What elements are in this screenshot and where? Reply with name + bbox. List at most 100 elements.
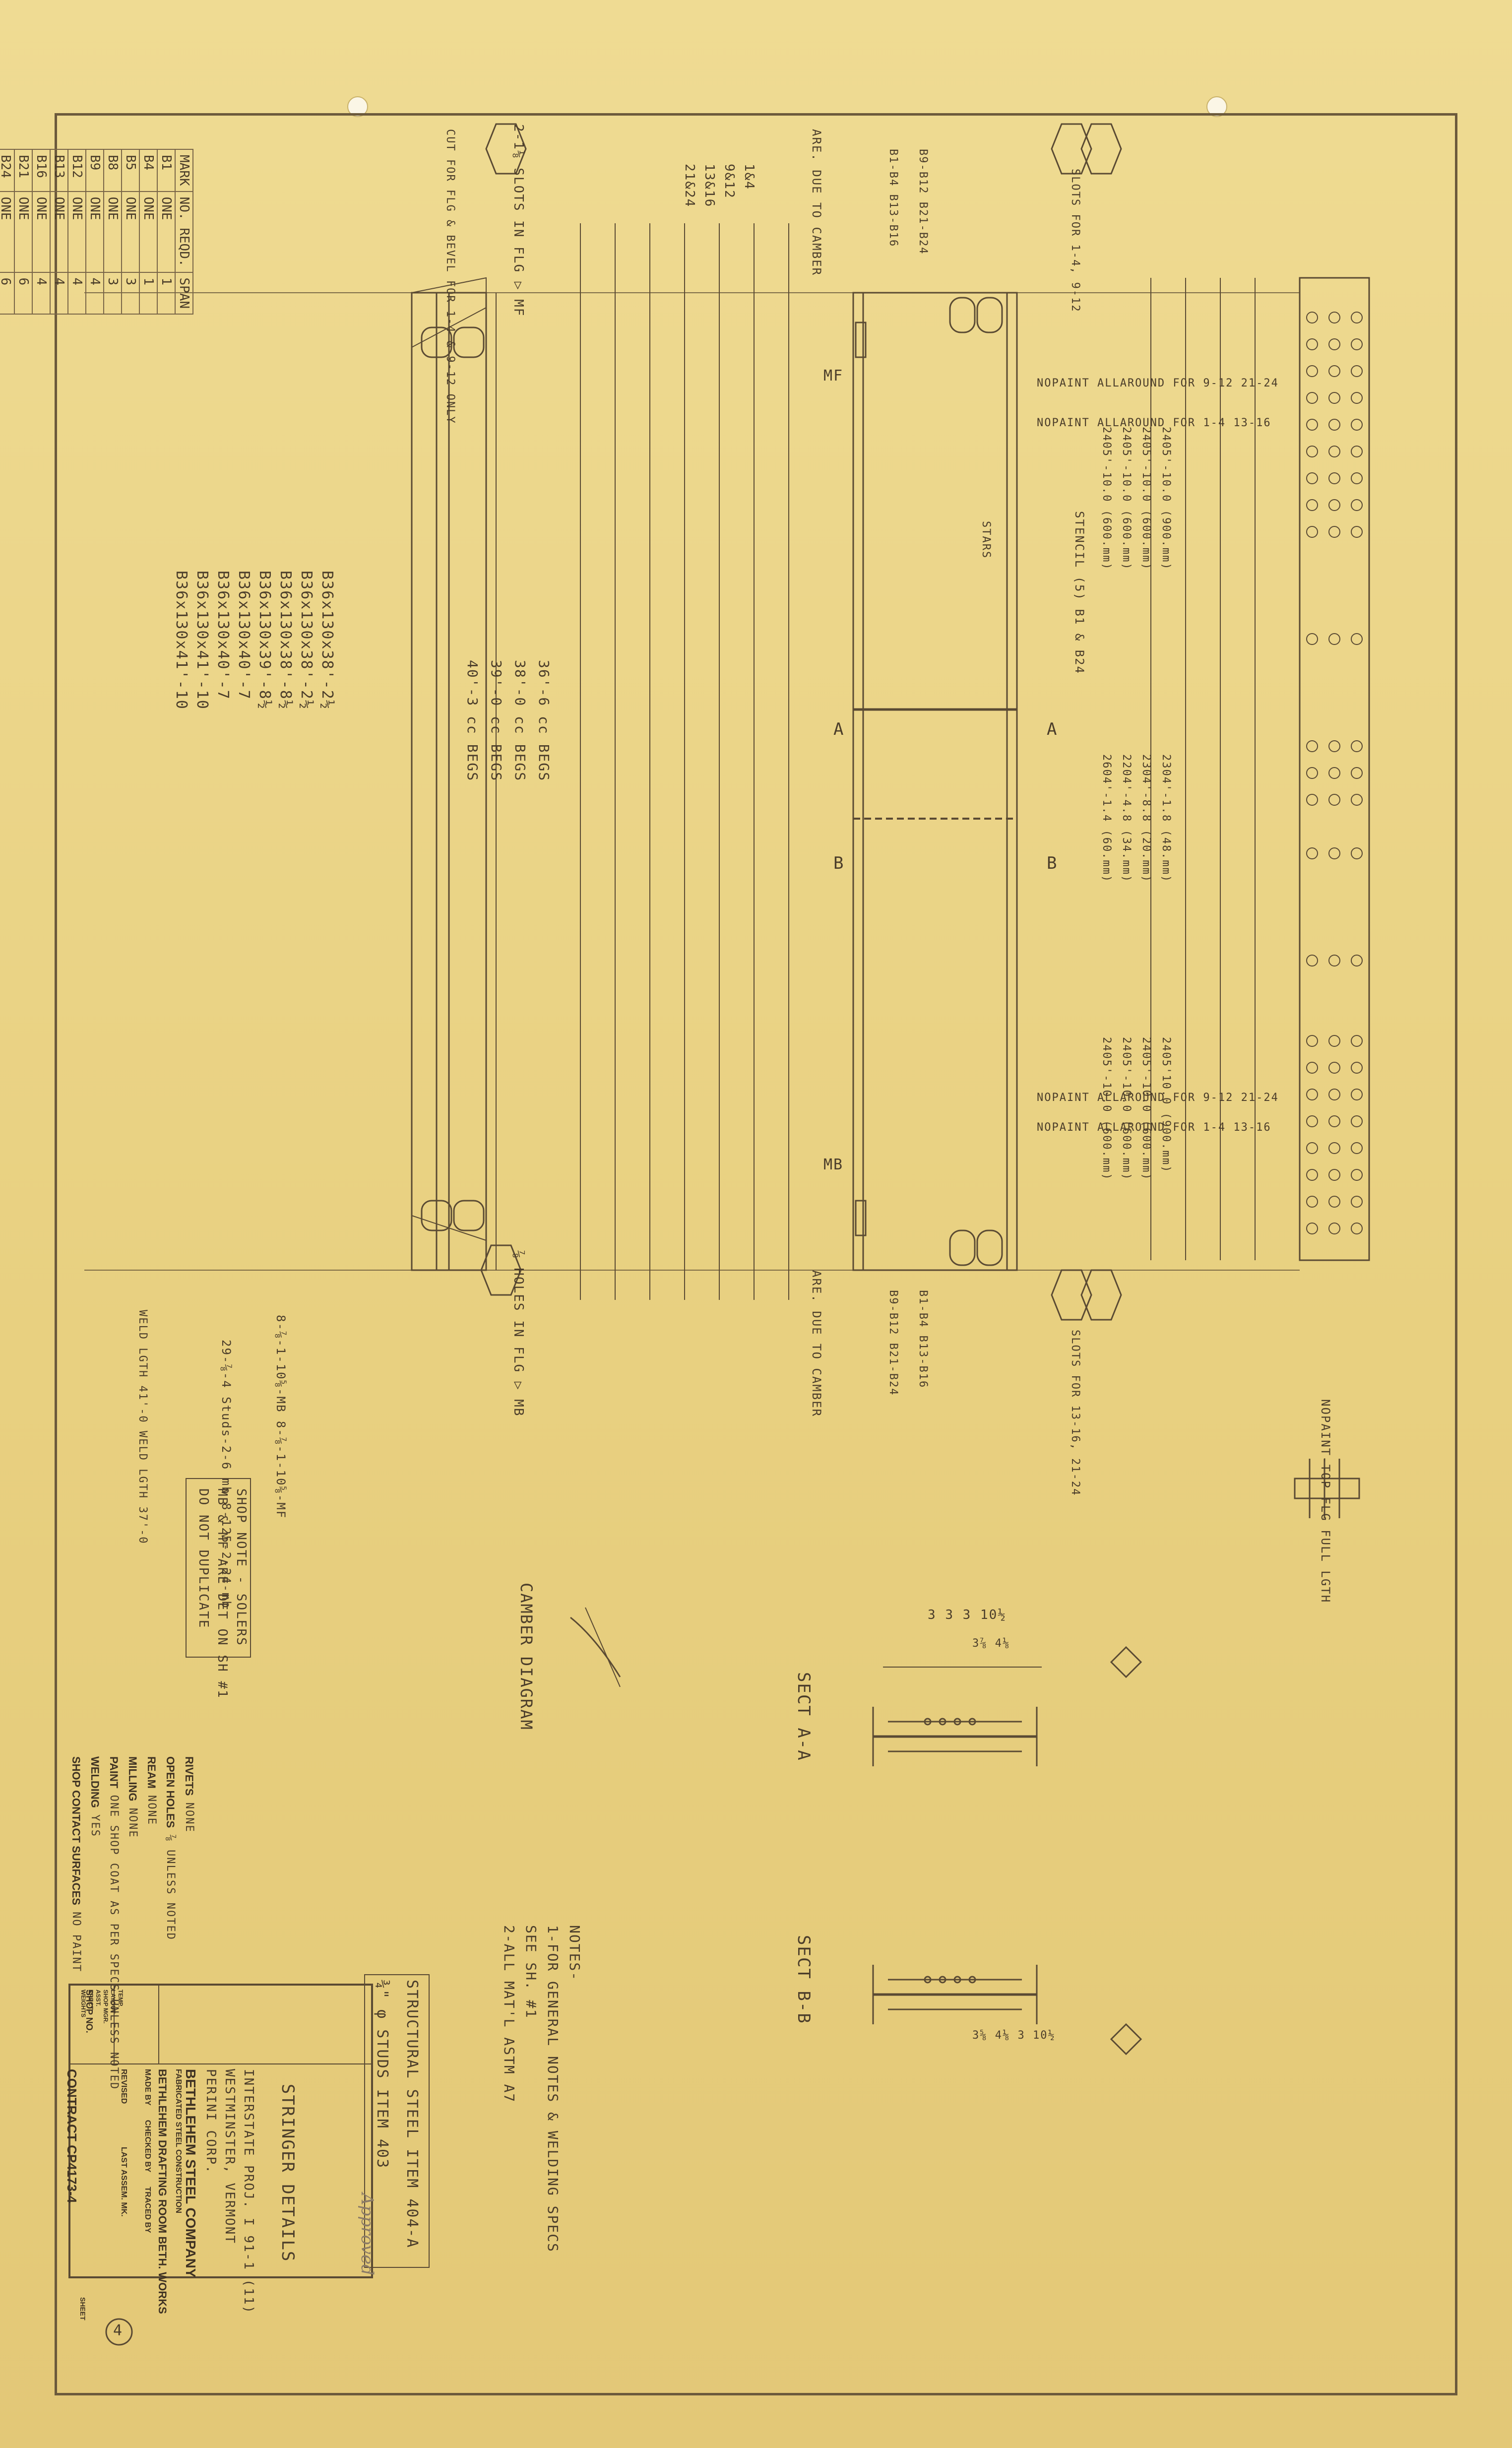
dim-text: 10½ bbox=[980, 1608, 1007, 1622]
stud-circle bbox=[1328, 338, 1340, 350]
mf-label: MF bbox=[823, 367, 844, 385]
stud-circle bbox=[1328, 526, 1340, 538]
stud-circle bbox=[1351, 794, 1363, 806]
stud-circle bbox=[1328, 847, 1340, 859]
stud-circle bbox=[1306, 1115, 1318, 1127]
stud-circle bbox=[1328, 472, 1340, 484]
stud-circle bbox=[1351, 767, 1363, 779]
dim-text: 2204'-4.8 (34.mm) bbox=[1120, 754, 1133, 883]
table-cell: 4 bbox=[86, 272, 104, 315]
dim-text: 2405'-10.0 (600.mm) bbox=[1140, 1037, 1152, 1181]
table-cell: 6 bbox=[0, 272, 14, 315]
size-item: B36x130x38'-2½ bbox=[298, 571, 315, 710]
spec-value: NONE bbox=[183, 1802, 195, 1833]
approval-col-label: SHOP MGR. bbox=[102, 1990, 109, 2024]
size-item: B36x130x40'-7 bbox=[235, 571, 252, 700]
left-flange-label-2: ⅞ HOLES IN FLG ▷ MB bbox=[511, 1250, 526, 1417]
dim-text: 2405'-10.0 (600.mm) bbox=[1120, 427, 1133, 571]
stud-circle bbox=[1351, 740, 1363, 752]
shop-specs: RIVETS NONE OPEN HOLES ⅞ UNLESS NOTED RE… bbox=[66, 1756, 198, 2090]
table-cell: B8 bbox=[104, 149, 122, 192]
camber-diagram-title: CAMBER DIAGRAM bbox=[517, 1583, 536, 1731]
b-mark: B9-B12 B21-B24 bbox=[917, 149, 929, 255]
table-cell: B13 bbox=[50, 149, 68, 192]
project-line: WESTMINSTER, VERMONT bbox=[222, 2069, 237, 2245]
table-cell: 1 bbox=[157, 272, 175, 315]
stud-circle bbox=[1306, 740, 1318, 752]
item-line: STRUCTURAL STEEL ITEM 404-A bbox=[403, 1980, 421, 2249]
stud-circle bbox=[1351, 955, 1363, 966]
stencil-note: STENCIL (5) B1 & B24 bbox=[1072, 511, 1086, 674]
made-by-label: MADE BY bbox=[143, 2069, 152, 2106]
table-cell: 4 bbox=[50, 272, 68, 315]
stud-circle bbox=[1351, 446, 1363, 457]
size-item: B36x130x41'-10 bbox=[193, 571, 211, 710]
table-cell: 4 bbox=[32, 272, 50, 315]
stud-circle bbox=[1328, 365, 1340, 377]
project-info: INTERSTATE PROJ. I 91-1 (11) WESTMINSTER… bbox=[201, 2069, 258, 2314]
table-cell: 4 bbox=[68, 272, 86, 315]
stud-circle bbox=[1351, 1142, 1363, 1154]
stud-circle bbox=[1328, 1035, 1340, 1047]
shop-note-box: SHOP NOTE - SOLERS MB & MF ARE DET ON SH… bbox=[194, 1488, 251, 1699]
dim-text: 2604'-1.4 (60.mm) bbox=[1100, 754, 1113, 883]
table-cell: B21 bbox=[14, 149, 32, 192]
table-cell: ONE bbox=[0, 191, 14, 272]
dim-text: 2405'-10.0 (600.mm) bbox=[1120, 1037, 1133, 1181]
stud-circle bbox=[1306, 1035, 1318, 1047]
stud-circle bbox=[1351, 499, 1363, 511]
no-paint-note-3: NOPAINT ALLAROUND FOR 9-12 21-24 bbox=[1037, 1092, 1279, 1104]
slots-note-top: SLOTS FOR 1-4, 9-12 bbox=[1069, 169, 1081, 313]
stud-circle bbox=[1328, 1142, 1340, 1154]
section-marker-a: A bbox=[833, 719, 845, 739]
size-list: B36x130x38'-2½ B36x130x38'-2½ B36x130x38… bbox=[171, 571, 337, 710]
dim-text: 3 bbox=[928, 1608, 937, 1622]
no-paint-note-1: NOPAINT ALLAROUND FOR 9-12 21-24 bbox=[1037, 377, 1279, 389]
dim-text: 4⅛ bbox=[995, 1637, 1010, 1650]
stud-circle bbox=[1351, 847, 1363, 859]
sheet-number: 4 bbox=[113, 2322, 124, 2339]
dims-top: 2405'-10.0 (900.mm) 2405'-10.0 (600.mm) … bbox=[1096, 427, 1176, 571]
stud-circle bbox=[1306, 1142, 1318, 1154]
size-item: B36x130x39'-8½ bbox=[256, 571, 273, 710]
table-cell: ONE bbox=[32, 191, 50, 272]
spec-value: NONE bbox=[126, 1807, 139, 1838]
weld-note: 8-⅞-1-10⅝-MB 8-⅞-1-10⅝-MF bbox=[274, 1315, 288, 1519]
b-mark: B1-B4 B13-B16 bbox=[917, 1290, 929, 1389]
dims-bottom: 2405'10.0 (900.mm) 2405'-10.0 (600.mm) 2… bbox=[1096, 1037, 1176, 1181]
dim-text: 2304'-1.8 (48.mm) bbox=[1160, 754, 1172, 883]
table-cell: B1 bbox=[157, 149, 175, 192]
table-cell: ONE bbox=[104, 191, 122, 272]
size-item: B36x130x38'-2½ bbox=[318, 571, 336, 710]
traced-by-label: TRACED BY bbox=[143, 2187, 152, 2233]
stud-circle bbox=[1328, 1223, 1340, 1234]
stud-circle bbox=[1351, 633, 1363, 645]
stud-circle bbox=[1306, 419, 1318, 431]
stud-circle bbox=[1351, 392, 1363, 404]
stud-circle bbox=[1306, 794, 1318, 806]
stud-circle bbox=[1351, 1196, 1363, 1208]
stud-circle bbox=[1351, 472, 1363, 484]
mark-number: 9&12 bbox=[722, 164, 737, 199]
contract-number: CONTRACT CP4173-4 bbox=[64, 2069, 79, 2203]
company-name: BETHLEHEM STEEL COMPANY bbox=[183, 2069, 198, 2278]
stars-note: STARS bbox=[980, 521, 992, 559]
cc-begs-item: 36'-6 cc BEGS bbox=[536, 660, 552, 782]
left-flange-label: 2-1⅛ SLOTS IN FLG ▷ MF bbox=[511, 124, 526, 317]
camber-note-top: ARE. DUE TO CAMBER bbox=[810, 129, 823, 276]
shop-note-line: SHOP NOTE - SOLERS bbox=[234, 1488, 249, 1646]
approval-col-label: ERECT. bbox=[87, 1990, 94, 2011]
stud-circle bbox=[1306, 338, 1318, 350]
notes-line: 1-FOR GENERAL NOTES & WELDING SPECS bbox=[545, 1925, 561, 2253]
stud-circle bbox=[1328, 312, 1340, 323]
signoffs: MADE BY CHECKED BY TRACED BY bbox=[141, 2069, 154, 2233]
stud-circle bbox=[1351, 1115, 1363, 1127]
stud-circle bbox=[1328, 419, 1340, 431]
stud-circle bbox=[1306, 526, 1318, 538]
stud-circle bbox=[1351, 526, 1363, 538]
cc-begs-item: 38'-0 cc BEGS bbox=[512, 660, 528, 782]
stud-circle bbox=[1351, 1062, 1363, 1074]
stud-circle bbox=[1306, 1223, 1318, 1234]
